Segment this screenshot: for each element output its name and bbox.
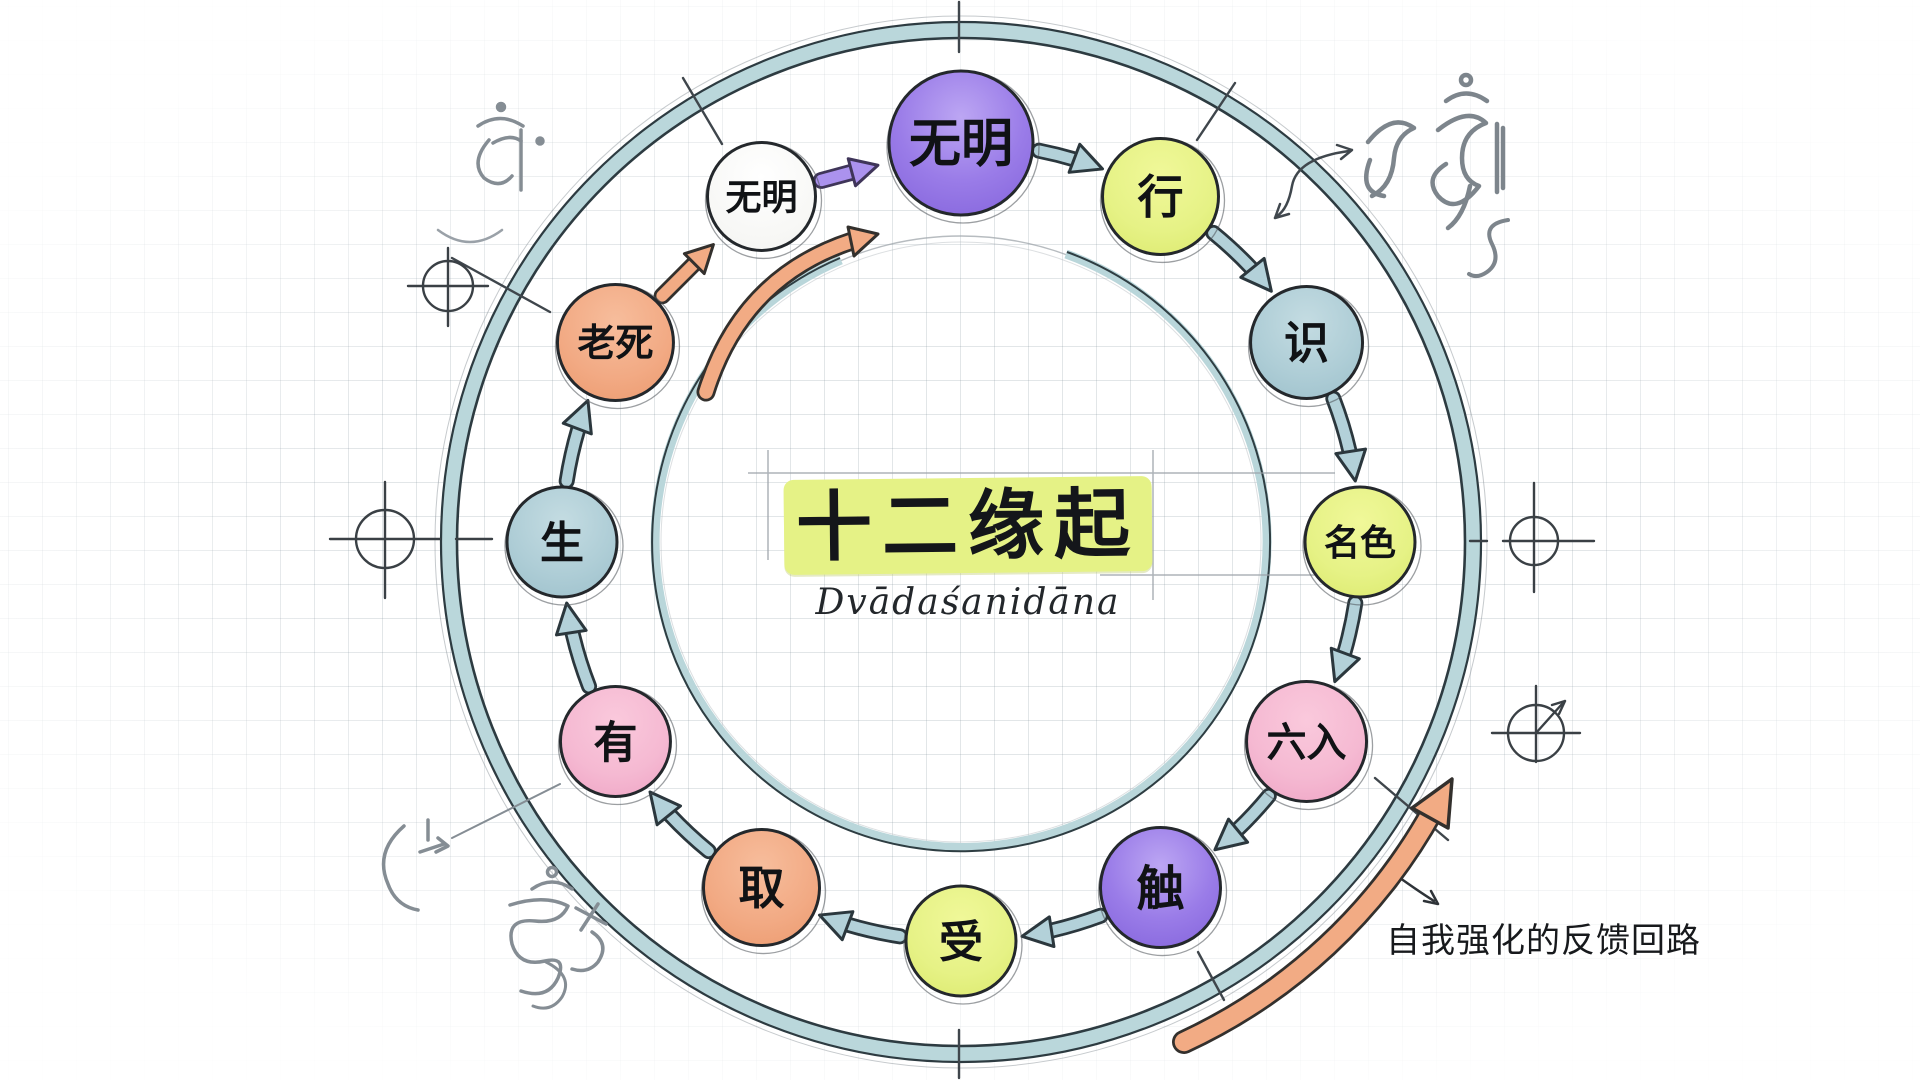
sanskrit-sketch-top-left (476, 101, 545, 192)
crosshair-top-left (406, 246, 490, 328)
inner-ring (650, 235, 1272, 853)
crosshair-right (1468, 481, 1596, 594)
node-shi: 识 (1247, 285, 1370, 408)
sanskrit-sketch-top-right (1364, 72, 1510, 279)
node-wuming-main: 无明 (886, 69, 1040, 224)
node-label-laosi: 老死 (577, 321, 653, 365)
feedback-loop-label: 自我强化的反馈回路 (1386, 921, 1701, 961)
node-label-qu: 取 (739, 861, 785, 915)
node-label-you: 有 (593, 717, 637, 768)
node-you: 有 (557, 685, 678, 806)
node-chu: 触 (1097, 826, 1228, 957)
arrow-mingse-to-liuru (1329, 595, 1364, 684)
title-guide-lines (748, 450, 1335, 600)
center-title: 十二缘起 (795, 478, 1141, 572)
arrow-wuming-start-to-wuming-main (812, 157, 880, 189)
sketch-arrow-top-right (1273, 143, 1354, 220)
node-shou: 受 (903, 884, 1023, 1005)
node-label-shi: 识 (1284, 317, 1329, 370)
node-xing: 行 (1099, 136, 1226, 264)
arrow-sheng-to-laosi (558, 399, 593, 489)
arrow-chu-to-shou (1020, 907, 1109, 949)
crosshair-compass (1490, 684, 1582, 764)
arrow-you-to-sheng (554, 601, 598, 695)
node-label-liuru: 六入 (1267, 720, 1347, 766)
center-title-highlight: 十二缘起 (783, 476, 1153, 575)
node-label-chu: 触 (1136, 861, 1184, 917)
node-wuming-start: 无明 (704, 140, 823, 260)
node-label-shou: 受 (939, 917, 983, 968)
node-qu: 取 (700, 828, 827, 955)
node-liuru: 六入 (1243, 680, 1374, 811)
crosshair-left (328, 480, 494, 600)
arrow-laosi-to-wuming-start (653, 243, 715, 305)
registration-marks (328, 246, 1596, 764)
node-label-wuming-start: 无明 (725, 177, 797, 218)
center-subtitle: Dvādaśanidāna (815, 582, 1121, 623)
flow-arrows (554, 142, 1368, 949)
node-mingse: 名色 (1302, 485, 1422, 606)
arrow-wuming-main-to-xing (1031, 142, 1104, 174)
arrow-shi-to-mingse (1325, 390, 1368, 483)
node-sheng: 生 (504, 485, 624, 606)
tibetan-sketch-bottom-left (381, 783, 608, 1010)
node-label-xing: 行 (1138, 170, 1184, 224)
node-laosi: 老死 (554, 283, 681, 410)
arrow-qu-to-you (648, 790, 717, 860)
node-label-sheng: 生 (540, 518, 584, 569)
arrow-liuru-to-chu (1213, 787, 1277, 852)
node-label-mingse: 名色 (1324, 523, 1396, 564)
feedback-loop-arrow (1172, 777, 1454, 1054)
node-label-wuming-main: 无明 (909, 115, 1013, 175)
arrow-shou-to-qu (818, 910, 908, 945)
pencil-swoosh (436, 228, 504, 244)
arrow-xing-to-shi (1205, 224, 1273, 293)
inner-orange-arrow (696, 225, 880, 402)
